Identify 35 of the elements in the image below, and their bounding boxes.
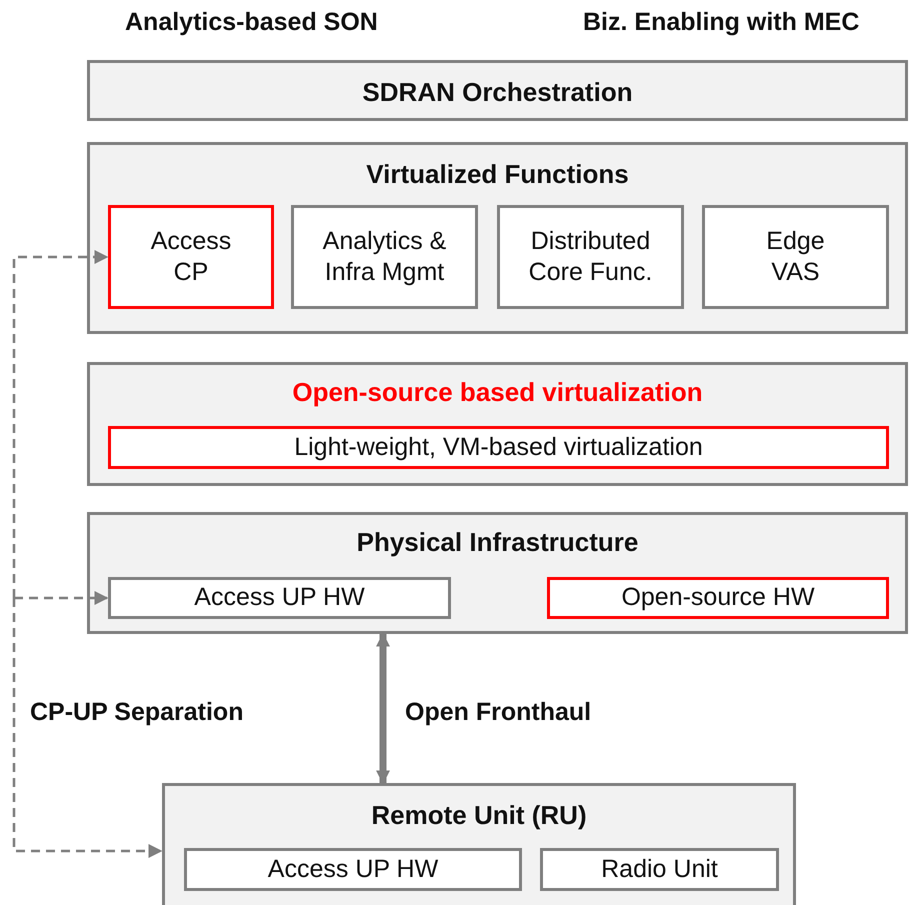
dashed-arrow bbox=[12, 598, 162, 858]
double-arrow bbox=[376, 632, 390, 784]
layer-title: SDRAN Orchestration bbox=[361, 77, 634, 108]
function-label: Open-source HW bbox=[621, 582, 815, 614]
column-heading: Analytics-based SON bbox=[125, 8, 378, 37]
dashed-arrow bbox=[12, 250, 108, 598]
layer-panel bbox=[87, 512, 908, 634]
connector-label: CP-UP Separation bbox=[30, 698, 244, 727]
function-label: Access CP bbox=[150, 226, 232, 288]
function-box bbox=[108, 426, 889, 469]
function-label: Light-weight, VM-based virtualization bbox=[294, 432, 703, 463]
layer-title: Remote Unit (RU) bbox=[370, 800, 588, 831]
function-label: Access UP HW bbox=[268, 854, 438, 885]
column-heading: Biz. Enabling with MEC bbox=[583, 8, 860, 37]
function-label: Access UP HW bbox=[194, 582, 365, 614]
layer-title: Open-source based virtualization bbox=[291, 377, 704, 408]
function-label: Radio Unit bbox=[601, 854, 718, 885]
function-box bbox=[184, 848, 522, 891]
function-box bbox=[108, 577, 451, 619]
function-box bbox=[702, 205, 889, 309]
function-label: Edge VAS bbox=[765, 226, 826, 288]
function-box bbox=[497, 205, 684, 309]
layer-panel bbox=[87, 142, 908, 334]
layer-panel bbox=[162, 783, 796, 905]
function-label: Analytics & Infra Mgmt bbox=[322, 226, 448, 288]
layer-title: Virtualized Functions bbox=[365, 159, 630, 190]
layer-panel bbox=[87, 60, 908, 121]
function-box bbox=[547, 577, 889, 619]
function-box bbox=[108, 205, 274, 309]
function-box bbox=[291, 205, 478, 309]
function-box bbox=[540, 848, 779, 891]
function-label: Distributed Core Func. bbox=[528, 226, 654, 288]
dashed-arrow bbox=[12, 591, 108, 605]
layer-title: Physical Infrastructure bbox=[356, 527, 640, 558]
layer-panel bbox=[87, 362, 908, 486]
